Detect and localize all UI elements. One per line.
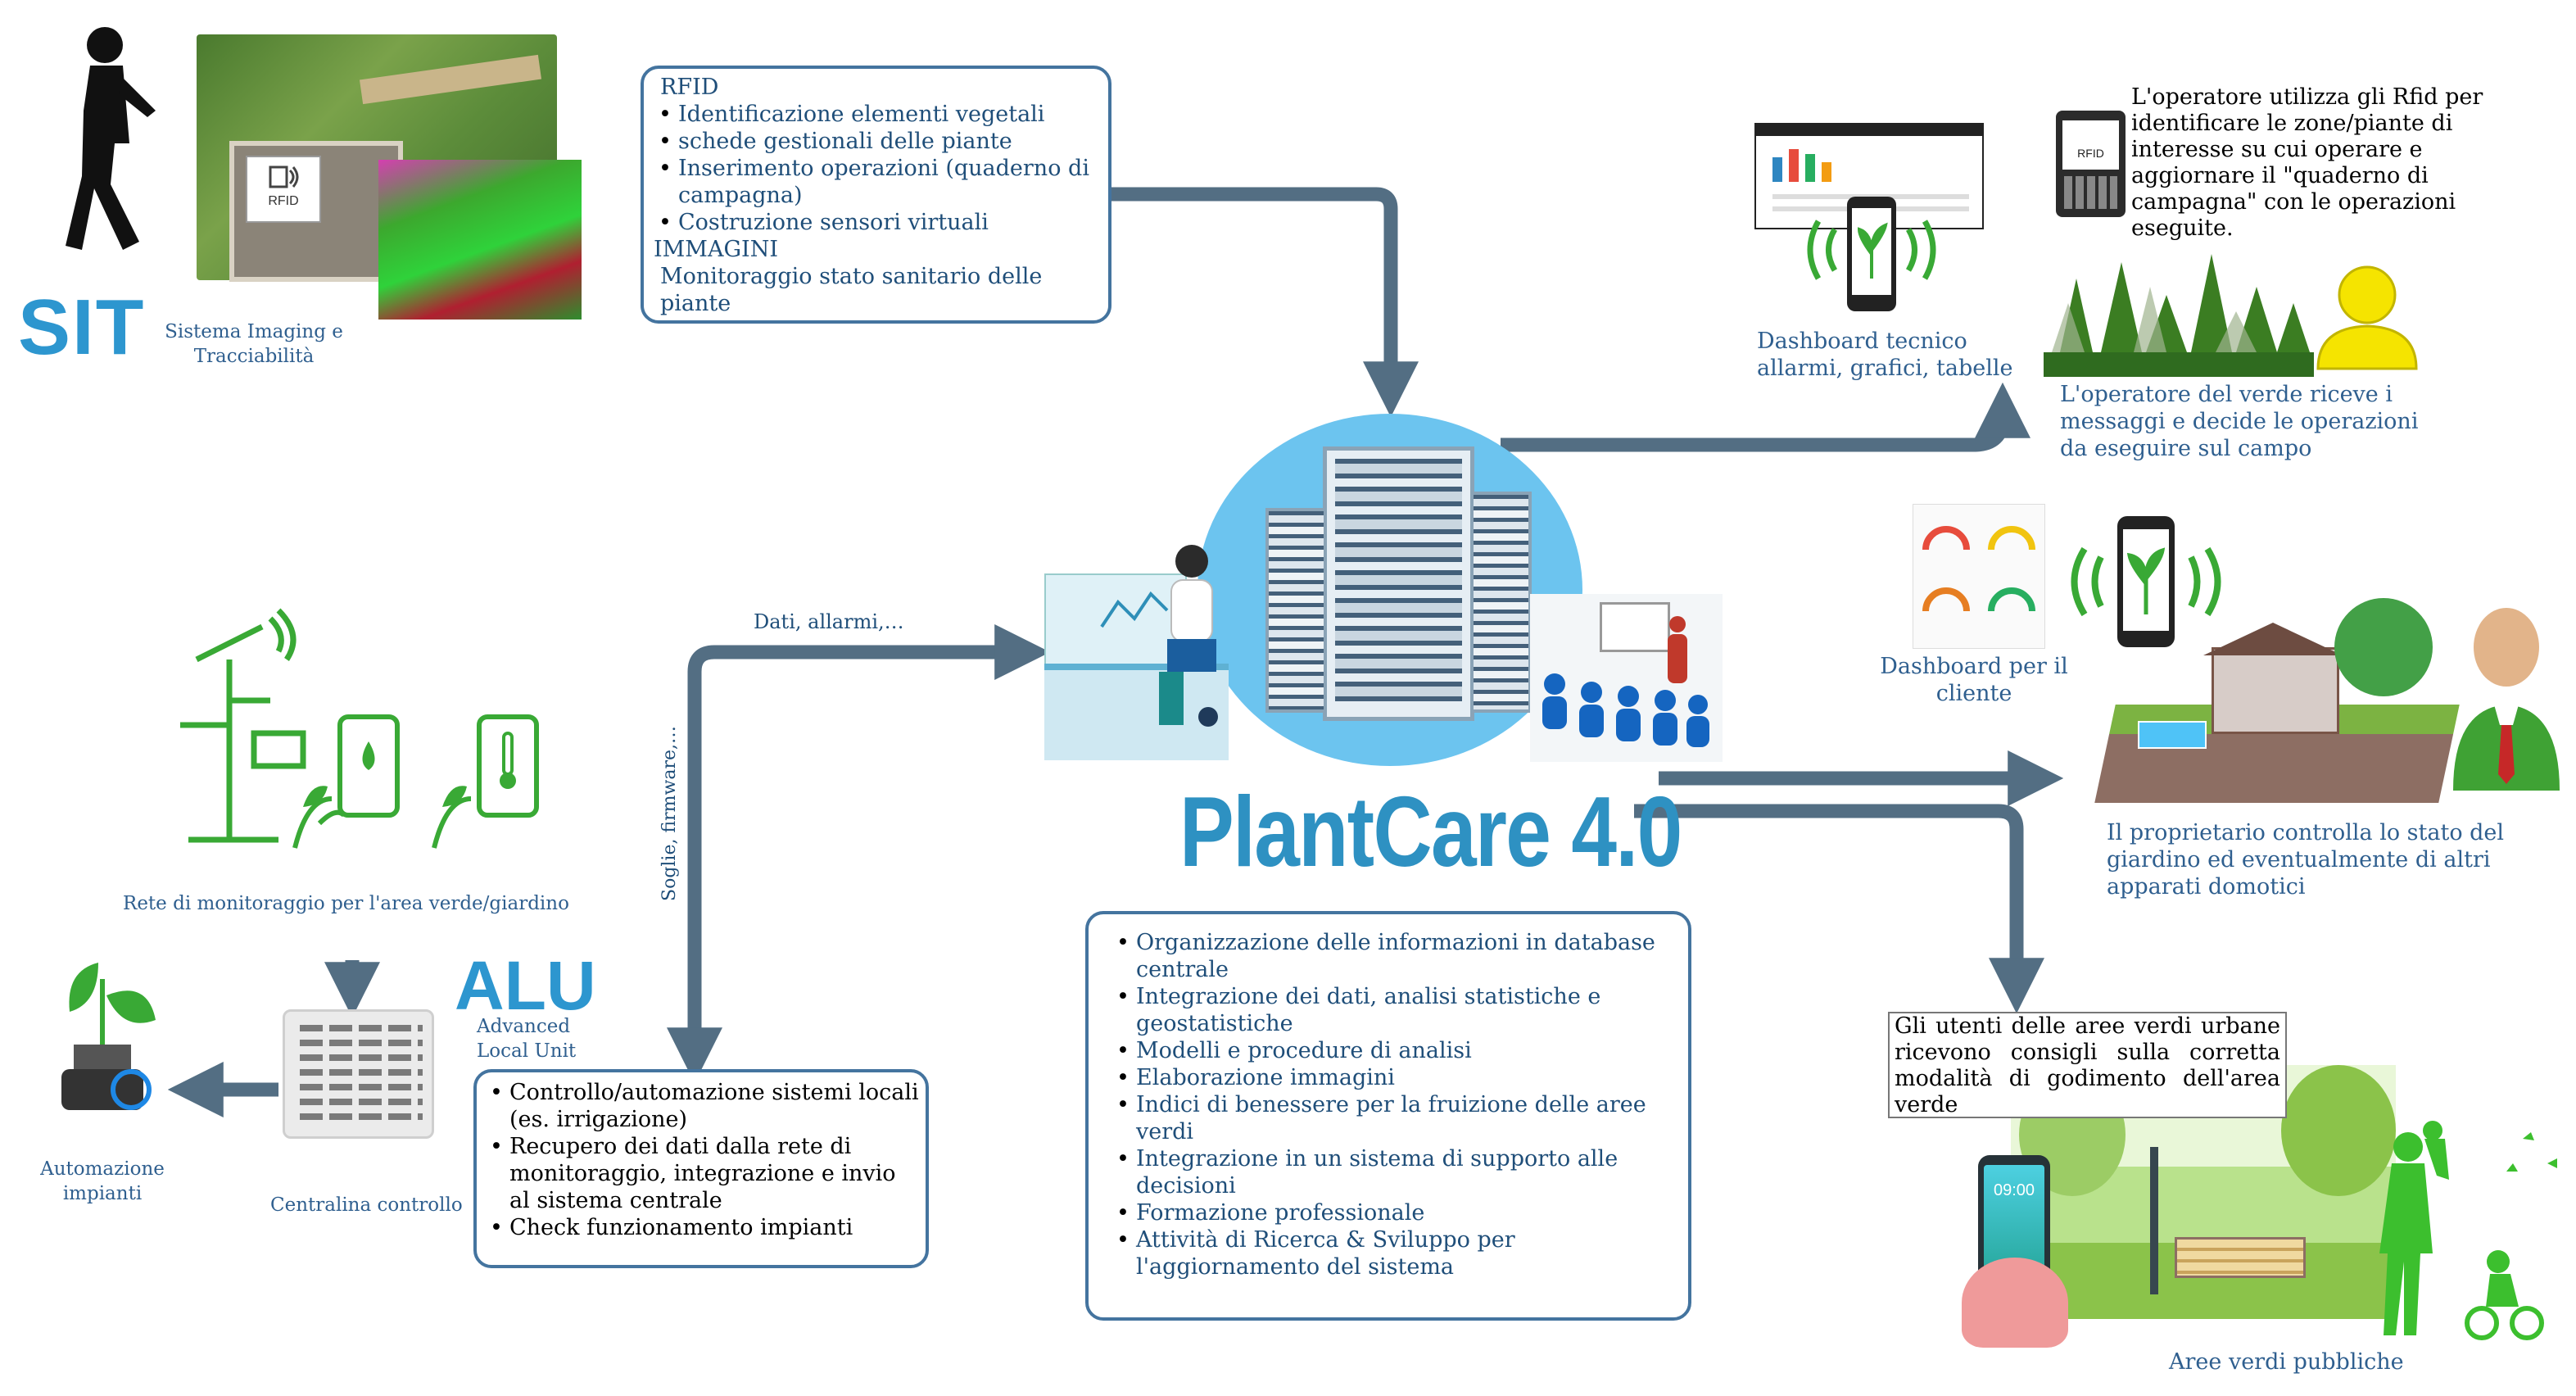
rfid-list: Identificazione elementi vegetali schede… — [654, 101, 1102, 236]
thresholds-flow-label: Soglie, firmware,… — [659, 725, 680, 901]
server-rack-icon — [1323, 446, 1474, 721]
false-color-image — [378, 160, 582, 320]
pool — [2138, 721, 2207, 749]
alu-logo: ALU — [455, 947, 596, 1024]
rfid-reader-label: RFID — [2062, 120, 2119, 170]
list-item: Recupero dei dati dalla rete di monitora… — [490, 1133, 921, 1214]
list-item: Elaborazione immagini — [1116, 1064, 1675, 1091]
water-sensor-phone-icon — [292, 714, 400, 849]
analyst-desk-illustration — [1044, 541, 1233, 762]
list-item: Modelli e procedure di analisi — [1116, 1037, 1675, 1064]
owner-text: Il proprietario controlla lo stato del g… — [2107, 820, 2505, 900]
automation-caption: Automazione impianti — [40, 1158, 165, 1204]
alu-box: Controllo/automazione sistemi locali (es… — [473, 1069, 929, 1268]
network-caption: Rete di monitoraggio per l'area verde/gi… — [123, 893, 569, 914]
hand — [1962, 1258, 2068, 1348]
list-item: Integrazione in un sistema di supporto a… — [1116, 1145, 1675, 1199]
alu-list: Controllo/automazione sistemi locali (es… — [490, 1079, 921, 1241]
owner-avatar-icon — [2453, 608, 2560, 791]
control-unit-icon — [283, 1009, 434, 1139]
public-areas-caption: Aree verdi pubbliche — [2169, 1349, 2404, 1375]
thermometer-phone-icon — [432, 714, 539, 849]
server-rack-left — [1265, 508, 1327, 713]
park-tree-2 — [2281, 1065, 2396, 1196]
rfid-wave-icon — [269, 165, 299, 188]
list-item: schede gestionali delle piante — [659, 128, 1102, 155]
alu-subtitle: Advanced Local Unit — [477, 1016, 577, 1062]
rfid-tag: RFID — [246, 156, 321, 223]
list-item: Attività di Ricerca & Sviluppo per l'agg… — [1116, 1226, 1675, 1280]
center-functions-list: Organizzazione delle informazioni in dat… — [1116, 929, 1675, 1280]
monitoring-network-illustration — [164, 608, 573, 856]
client-dashboard-caption: Dashboard per il cliente — [1880, 654, 2068, 706]
house — [2212, 647, 2339, 734]
rfid-tag-label: RFID — [268, 194, 299, 208]
arrow-center-to-users — [1634, 804, 2044, 1014]
irrigation-valve-icon — [61, 963, 156, 1110]
operator-avatar-icon — [2316, 265, 2418, 370]
rfid-box: RFID Identificazione elementi vegetali s… — [641, 66, 1111, 324]
list-item: Integrazione dei dati, analisi statistic… — [1116, 983, 1675, 1037]
plantcare-title: PlantCare 4.0 — [1179, 776, 1682, 887]
walking-person-icon — [66, 27, 156, 250]
arrow-rfid-to-center — [1110, 187, 1419, 418]
chart-icon — [1100, 591, 1169, 628]
presenter-icon — [1668, 616, 1687, 683]
weather-station-icon — [180, 608, 306, 843]
tree-icon — [2044, 254, 2314, 377]
list-item: Controllo/automazione sistemi locali (es… — [490, 1079, 921, 1133]
gauge-icon — [1922, 526, 2035, 612]
users-text: Gli utenti delle aree verdi urbane ricev… — [1895, 1013, 2280, 1117]
garden-tree — [2334, 598, 2433, 696]
family-silhouette-icon — [2379, 1121, 2557, 1340]
list-item: Indici di benessere per la fruizione del… — [1116, 1091, 1675, 1145]
phone-plant-app-icon — [1807, 197, 1936, 311]
park-lamp — [2150, 1147, 2158, 1294]
operator-receive-text: L'operatore del verde riceve i messaggi … — [2060, 382, 2419, 461]
rfid-reader-icon: RFID — [2056, 111, 2126, 217]
forest-silhouette — [2044, 246, 2314, 377]
sit-caption: Sistema Imaging e Tracciabilità — [165, 321, 343, 367]
controller-caption: Centralina controllo — [270, 1194, 463, 1216]
images-header: IMMAGINI — [654, 237, 778, 262]
list-item: Identificazione elementi vegetali — [659, 101, 1102, 128]
wall-charts — [1044, 573, 1187, 667]
center-functions-box: Organizzazione delle informazioni in dat… — [1085, 911, 1691, 1321]
hand-phone-illustration: 09:00 — [1962, 1151, 2068, 1348]
training-group-illustration — [1530, 594, 1723, 762]
person-at-desk-icon — [1159, 545, 1218, 727]
list-item: Inserimento operazioni (quaderno di camp… — [659, 155, 1102, 209]
park-bench — [2175, 1237, 2306, 1278]
rfid-header: RFID — [660, 75, 719, 100]
operator-rfid-text: L'operatore utilizza gli Rfid per identi… — [2131, 84, 2483, 241]
garden-path — [359, 54, 542, 105]
presentation-board — [1600, 602, 1670, 652]
list-item: Formazione professionale — [1116, 1199, 1675, 1226]
client-dashboard-screenshot — [1913, 504, 2045, 649]
list-item: Check funzionamento impianti — [490, 1214, 921, 1241]
list-item: Organizzazione delle informazioni in dat… — [1116, 929, 1675, 983]
tech-dashboard-caption: Dashboard tecnico allarmi, grafici, tabe… — [1757, 329, 2013, 381]
arrow-alu-to-center — [687, 624, 1051, 1073]
audience-icon — [1542, 673, 1709, 747]
users-text-box: Gli utenti delle aree verdi urbane ricev… — [1888, 1012, 2287, 1118]
arrow-center-to-tech-dashboard — [1501, 382, 2030, 452]
phone-plant-app-icon-2 — [2071, 516, 2221, 647]
data-flow-label: Dati, allarmi,… — [754, 610, 904, 633]
sit-logo: SIT — [18, 283, 146, 371]
smart-garden-illustration — [2089, 590, 2460, 811]
desk — [1044, 664, 1229, 760]
server-rack-right — [1470, 492, 1532, 713]
list-item: Costruzione sensori virtuali — [659, 209, 1102, 236]
images-note: Monitoraggio stato sanitario delle piant… — [660, 264, 1043, 316]
